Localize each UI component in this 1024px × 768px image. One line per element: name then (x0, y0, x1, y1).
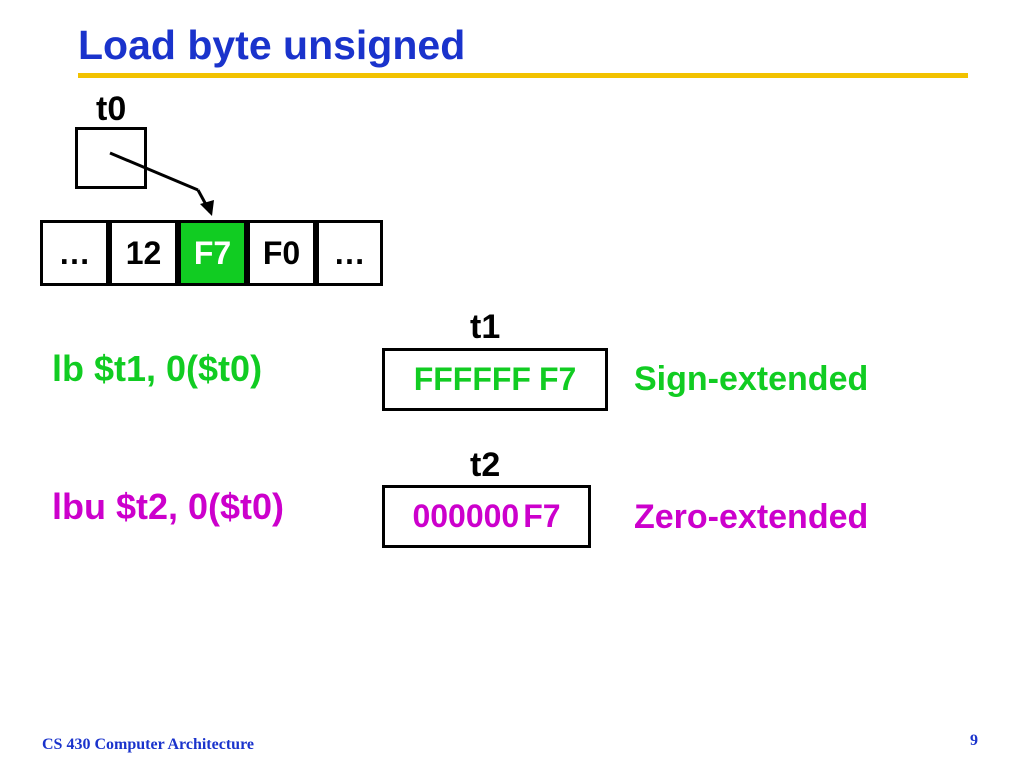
t2-register-box: 000000 F7 (382, 485, 591, 548)
title-underline (78, 73, 968, 78)
memory-cell: … (43, 223, 106, 283)
memory-bytes: … 12 F7 F0 … (40, 220, 383, 286)
t1-register-box: FFFFFF F7 (382, 348, 608, 411)
t1-upper-bytes: FFFFFF (413, 361, 531, 397)
t2-upper-bytes: 000000 (412, 498, 520, 534)
pointer-arrow-icon (109, 151, 214, 216)
memory-cell: … (319, 223, 380, 283)
course-footer: CS 430 Computer Architecture (42, 736, 254, 753)
lbu-instruction: lbu $t2, 0($t0) (52, 486, 285, 527)
zero-extended-label: Zero-extended (634, 498, 869, 536)
t0-label: t0 (96, 90, 127, 128)
slide-title: Load byte unsigned (78, 22, 466, 68)
memory-cell-highlighted: F7 (181, 223, 244, 283)
t2-low-byte: F7 (523, 498, 561, 534)
page-number: 9 (970, 732, 978, 749)
t2-label: t2 (470, 446, 501, 484)
lb-instruction: lb $t1, 0($t0) (52, 348, 263, 389)
t0-register-box (75, 127, 147, 189)
t1-low-byte: F7 (538, 361, 577, 397)
t1-label: t1 (470, 308, 501, 346)
sign-extended-label: Sign-extended (634, 360, 869, 398)
memory-cell: 12 (112, 223, 175, 283)
memory-cell: F0 (250, 223, 313, 283)
